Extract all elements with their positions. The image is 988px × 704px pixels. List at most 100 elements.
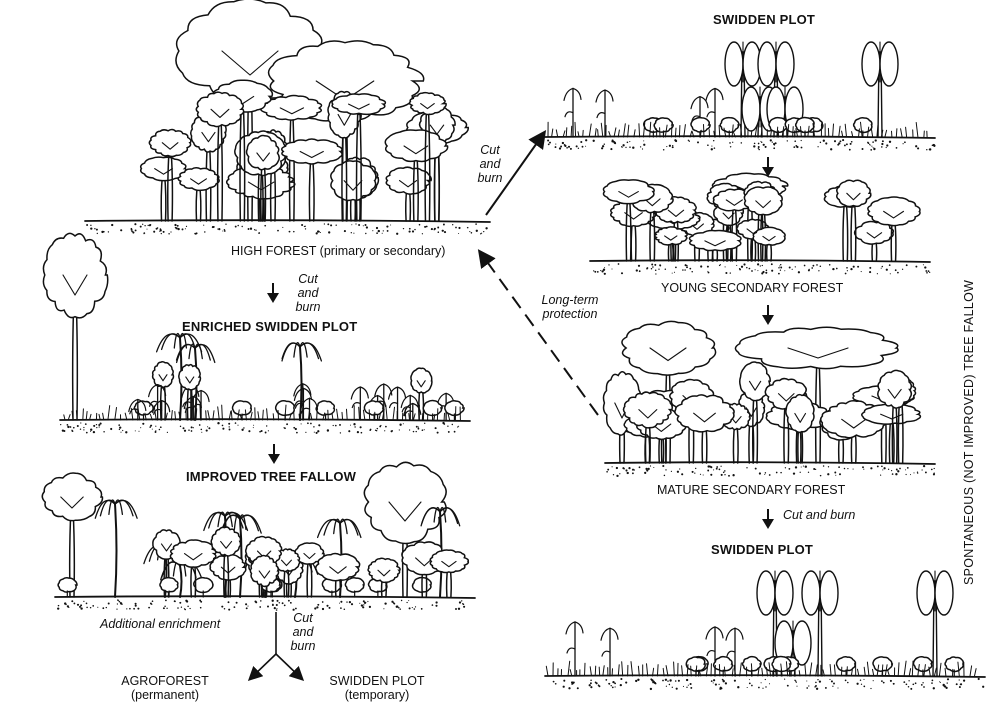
shrub-foliage bbox=[315, 400, 336, 416]
tree-canopy bbox=[177, 167, 220, 192]
and-word: and bbox=[297, 286, 319, 300]
tree-canopy bbox=[314, 552, 361, 582]
shrub bbox=[653, 117, 674, 138]
tree-canopy bbox=[41, 472, 104, 522]
ground-line bbox=[54, 595, 476, 611]
long-term-protection-arrow bbox=[477, 249, 599, 416]
tree bbox=[653, 226, 688, 262]
tree-canopy bbox=[739, 361, 771, 402]
tree-canopy bbox=[385, 166, 432, 195]
tree-canopy bbox=[861, 403, 922, 425]
tree bbox=[363, 461, 447, 598]
grass bbox=[63, 404, 461, 421]
crop-plant bbox=[350, 386, 369, 421]
shrub bbox=[133, 400, 155, 421]
shrub bbox=[712, 655, 734, 677]
shrub-foliage bbox=[912, 656, 933, 673]
shrub bbox=[444, 400, 465, 421]
shrub-foliage bbox=[363, 400, 384, 416]
cut-burn-arrow-to-swidden bbox=[485, 130, 547, 216]
cut-word: Cut bbox=[293, 611, 313, 625]
arrow-down-icon bbox=[762, 305, 774, 325]
tree-canopy bbox=[384, 129, 449, 163]
crop-plant bbox=[148, 383, 167, 421]
shrub-foliage bbox=[192, 576, 214, 594]
fork-arrow bbox=[247, 612, 305, 681]
mature-secondary-forest-label: MATURE SECONDARY FOREST bbox=[657, 483, 846, 497]
shrub-foliage bbox=[835, 656, 857, 672]
tree-canopy bbox=[621, 320, 717, 376]
tree-canopy bbox=[178, 363, 202, 391]
ground-line bbox=[544, 135, 936, 151]
tree-canopy bbox=[195, 91, 245, 128]
ground-line bbox=[59, 418, 471, 434]
shrub bbox=[912, 656, 933, 677]
tree bbox=[785, 393, 815, 464]
tree-canopy bbox=[429, 549, 470, 574]
tree bbox=[249, 554, 280, 598]
protection-word: protection bbox=[542, 307, 598, 321]
tree bbox=[602, 179, 655, 262]
shrub-foliage bbox=[794, 116, 815, 134]
tree bbox=[178, 363, 202, 421]
long-term-word: Long-term bbox=[541, 293, 599, 307]
tree bbox=[148, 128, 192, 222]
shrub bbox=[363, 400, 384, 421]
shrub bbox=[192, 576, 214, 598]
tree bbox=[177, 167, 220, 222]
tree-canopy bbox=[734, 326, 899, 370]
tree bbox=[739, 361, 771, 464]
ground-line bbox=[589, 259, 931, 275]
shrub bbox=[944, 656, 964, 677]
tree bbox=[853, 220, 895, 262]
swidden-plot-top-label: SWIDDEN PLOT bbox=[713, 12, 816, 27]
crop-plant bbox=[725, 627, 744, 677]
tree-canopy bbox=[210, 526, 242, 557]
cut-and-burn-label-bottom-left: Cut and burn bbox=[289, 611, 317, 653]
shrub-foliage bbox=[712, 655, 734, 672]
shrub bbox=[794, 116, 815, 138]
tree bbox=[245, 134, 280, 222]
tree bbox=[622, 391, 673, 464]
shrub-foliage bbox=[690, 116, 711, 133]
shrub-foliage bbox=[133, 400, 155, 416]
palm-tree bbox=[94, 499, 138, 598]
mature-secondary-forest-illustration bbox=[602, 320, 936, 478]
tree-canopy bbox=[743, 186, 783, 216]
shrub-foliage bbox=[771, 655, 792, 673]
young-secondary-forest-label: YOUNG SECONDARY FOREST bbox=[661, 281, 844, 295]
tree bbox=[210, 526, 242, 598]
grass bbox=[545, 660, 977, 677]
ground-line bbox=[84, 219, 491, 235]
arrow-down-icon bbox=[762, 509, 774, 529]
cut-word: Cut bbox=[298, 272, 318, 286]
shrub-foliage bbox=[685, 656, 706, 672]
shrub-foliage bbox=[57, 577, 78, 593]
tree-canopy bbox=[688, 229, 742, 252]
banana-plant bbox=[861, 41, 899, 138]
tree-canopy bbox=[410, 367, 433, 394]
tree bbox=[139, 156, 188, 222]
tree-canopy bbox=[367, 557, 401, 584]
young-secondary-forest-illustration bbox=[589, 172, 931, 275]
shrub bbox=[852, 116, 873, 138]
tree-canopy bbox=[42, 232, 109, 319]
shrub bbox=[231, 400, 253, 421]
banana-plant bbox=[801, 570, 839, 677]
tree bbox=[169, 539, 217, 598]
tree-canopy bbox=[330, 160, 377, 202]
tree-canopy bbox=[139, 156, 188, 182]
swidden-plot-bottom-illustration bbox=[544, 570, 986, 691]
shrub-foliage bbox=[344, 577, 365, 593]
arrow-down-icon bbox=[268, 444, 280, 464]
crop-plant bbox=[293, 383, 312, 421]
tree-canopy bbox=[148, 128, 192, 158]
swidden-plot-bottom-label: SWIDDEN PLOT bbox=[711, 542, 814, 557]
and-word: and bbox=[292, 625, 314, 639]
shrub-foliage bbox=[159, 576, 179, 593]
tree-canopy bbox=[877, 369, 913, 409]
shrub-foliage bbox=[422, 399, 443, 417]
burn-word: burn bbox=[477, 171, 503, 185]
spontaneous-tree-fallow-caption: SPONTANEOUS (NOT IMPROVED) TREE FALLOW bbox=[962, 279, 976, 585]
tree bbox=[867, 196, 921, 262]
